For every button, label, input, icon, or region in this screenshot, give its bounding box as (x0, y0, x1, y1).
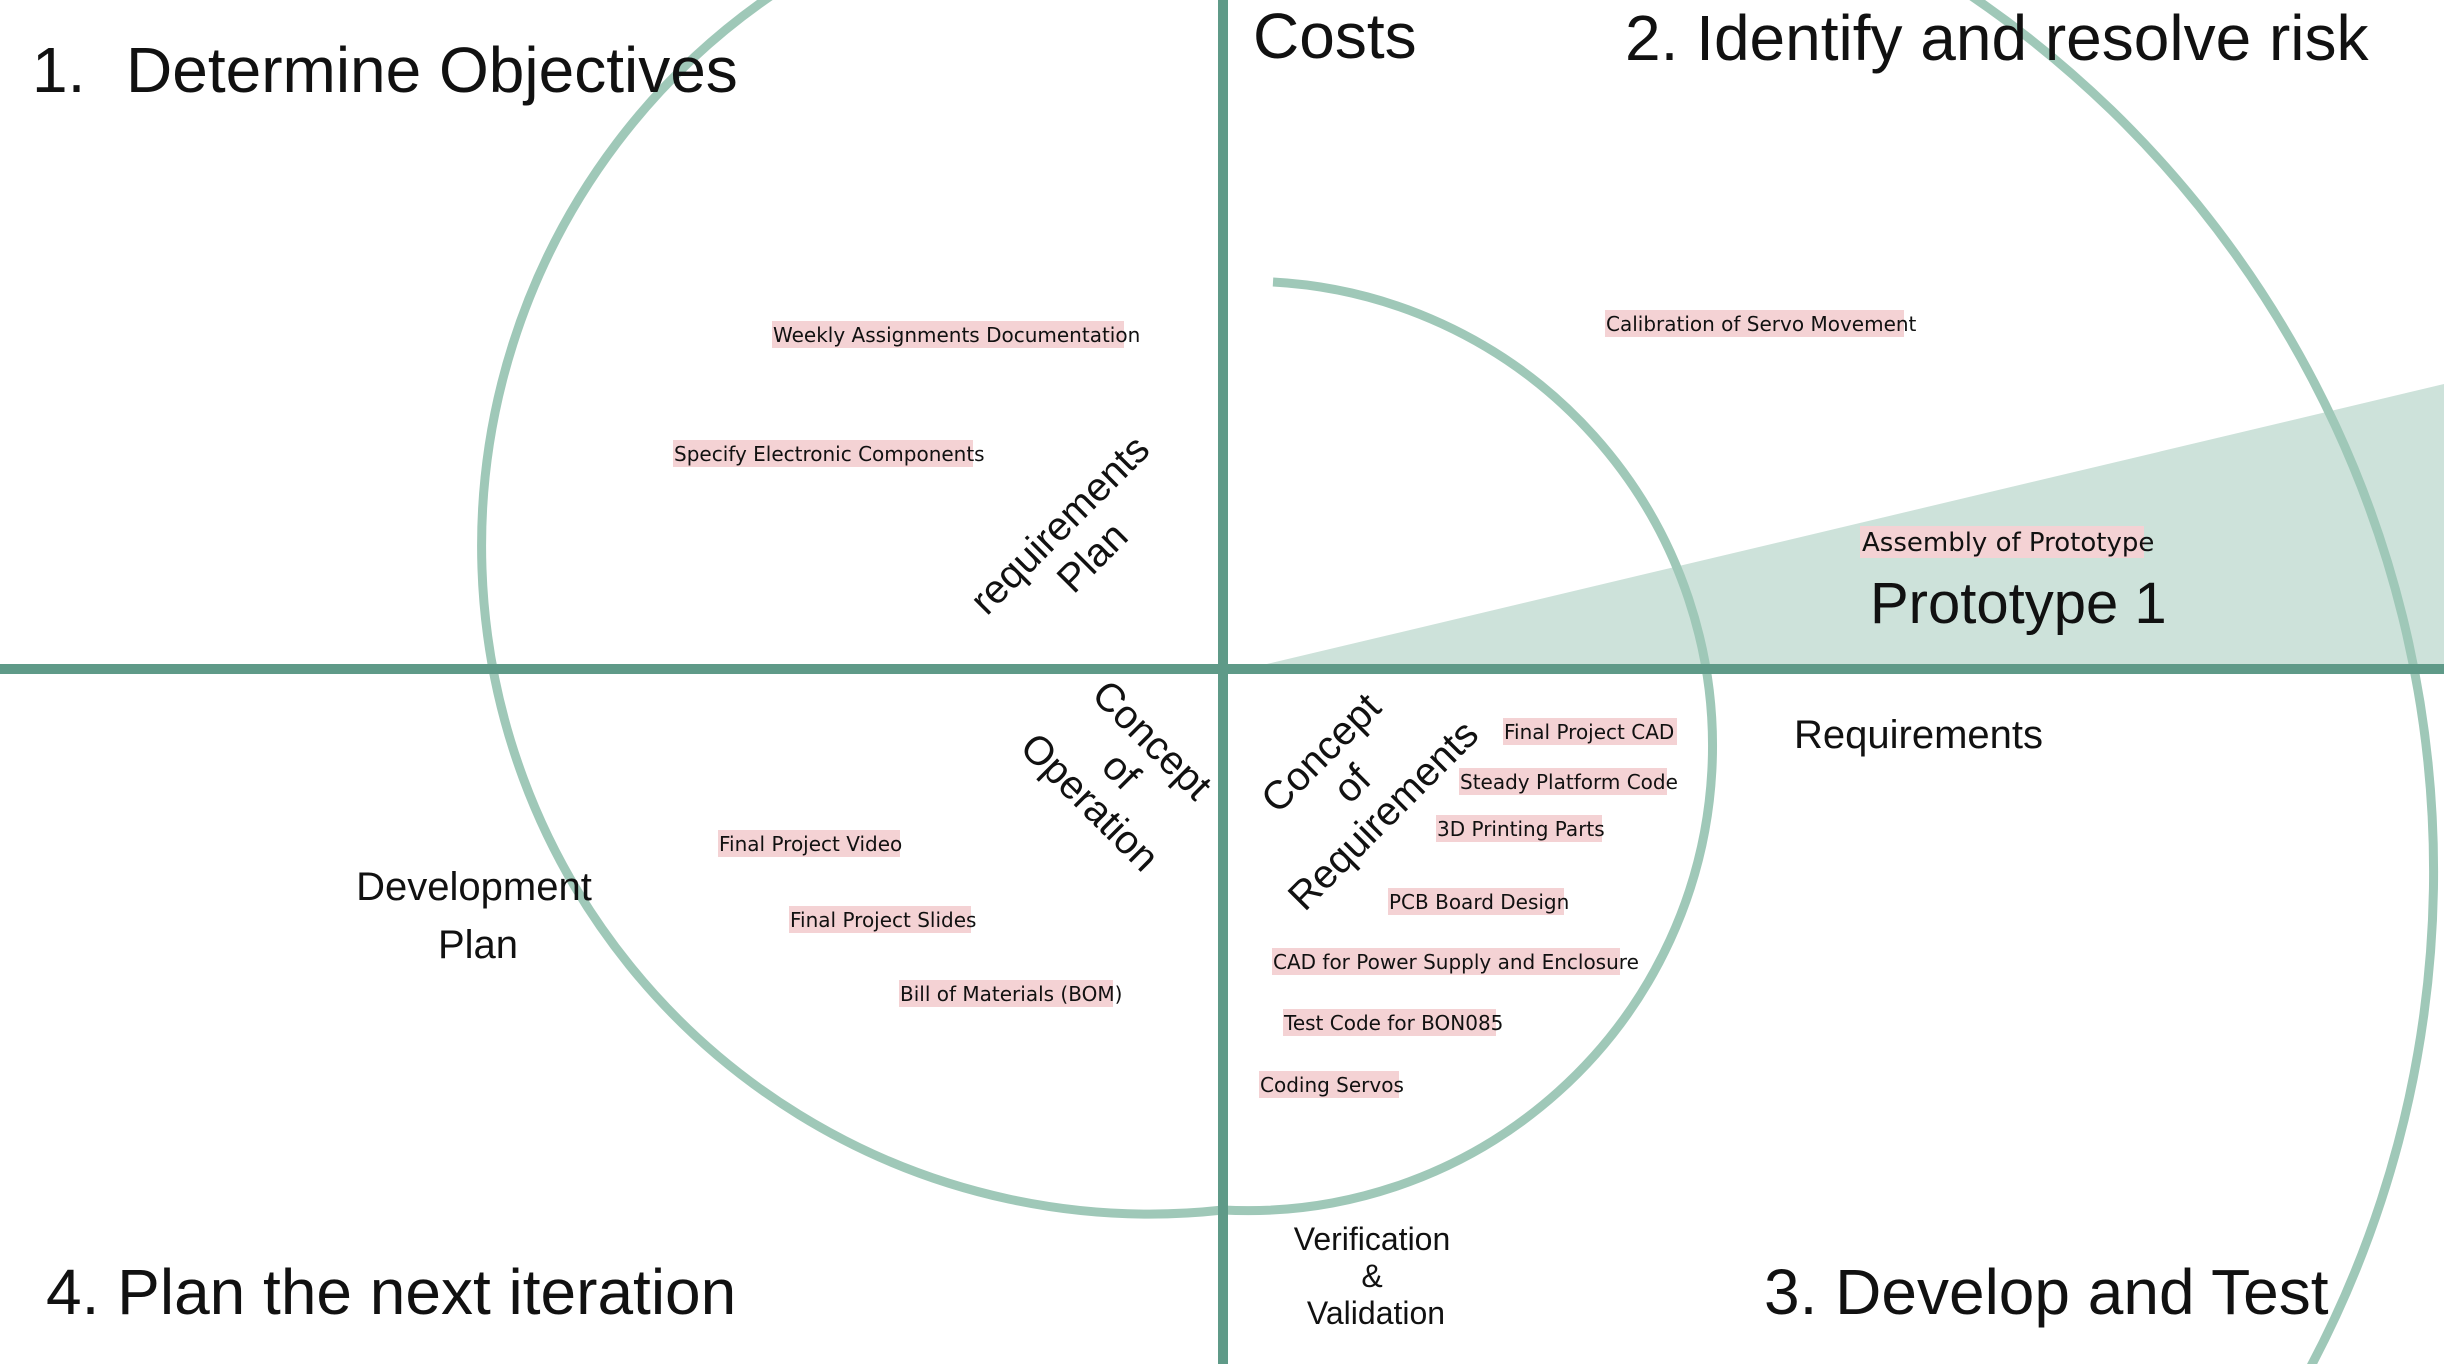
prototype-wedge (1246, 384, 2444, 669)
coding-servos-task: Coding Servos (1260, 1073, 1404, 1097)
requirements-plan-line-1: requirements (962, 427, 1158, 623)
verification-line-1: Verification (1294, 1221, 1451, 1257)
cad-power-supply-highlight (1272, 948, 1620, 975)
final-project-video-task: Final Project Video (719, 832, 902, 856)
final-project-slides-task: Final Project Slides (790, 908, 976, 932)
printing-parts-highlight (1436, 815, 1602, 842)
test-code-bon085-highlight (1283, 1009, 1496, 1036)
development-plan-line-2: Plan (438, 923, 518, 967)
spiral-outer-arc (1969, 0, 2439, 1364)
costs-label: Costs (1253, 0, 1417, 72)
final-project-video-highlight (718, 830, 900, 857)
specify-electronics-highlight (673, 440, 973, 467)
weekly-assignments-task: Weekly Assignments Documentation (773, 323, 1140, 347)
final-project-cad-task: Final Project CAD (1504, 720, 1674, 744)
spiral-middle-arc (477, 0, 1224, 1219)
cad-power-supply-task: CAD for Power Supply and Enclosure (1273, 950, 1639, 974)
quadrant-4-title: 4. Plan the next iteration (46, 1256, 736, 1328)
assembly-prototype-highlight (1860, 526, 2144, 558)
quadrant-3-title: 3. Develop and Test (1764, 1256, 2329, 1328)
steady-platform-code-task: Steady Platform Code (1460, 770, 1678, 794)
concept-of-operation-label: Concept of Operation (1012, 672, 1220, 880)
specify-electronics-task: Specify Electronic Components (674, 442, 985, 466)
prototype-1-label: Prototype 1 (1870, 571, 2167, 636)
calibration-servo-task: Calibration of Servo Movement (1606, 312, 1917, 336)
calibration-servo-highlight (1605, 310, 1904, 337)
pcb-board-design-highlight (1388, 888, 1564, 915)
final-project-cad-highlight (1503, 718, 1677, 745)
requirements-label: Requirements (1794, 713, 2043, 757)
quadrant-2-title: 2. Identify and resolve risk (1625, 2, 2369, 74)
bill-of-materials-task: Bill of Materials (BOM) (900, 982, 1122, 1006)
requirements-plan-label: requirements Plan (962, 427, 1158, 623)
quadrant-1-title: Determine Objectives (126, 34, 738, 106)
test-code-bon085-task: Test Code for BON085 (1283, 1011, 1503, 1035)
bill-of-materials-highlight (899, 980, 1113, 1007)
spiral-inner-arc (1222, 277, 1718, 1216)
assembly-prototype-task: Assembly of Prototype (1862, 528, 2154, 558)
final-project-slides-highlight (789, 906, 971, 933)
steady-platform-code-highlight (1459, 768, 1667, 795)
printing-parts-task: 3D Printing Parts (1437, 817, 1605, 841)
verification-line-2: & (1361, 1258, 1382, 1294)
weekly-assignments-highlight (772, 321, 1124, 348)
verification-line-3: Validation (1307, 1295, 1445, 1331)
quadrant-1-number: 1. (32, 34, 85, 106)
coding-servos-highlight (1259, 1071, 1399, 1098)
development-plan-line-1: Development (356, 865, 592, 909)
pcb-board-design-task: PCB Board Design (1389, 890, 1569, 914)
concept-of-requirements-label: Concept of Requirements (1253, 685, 1487, 919)
